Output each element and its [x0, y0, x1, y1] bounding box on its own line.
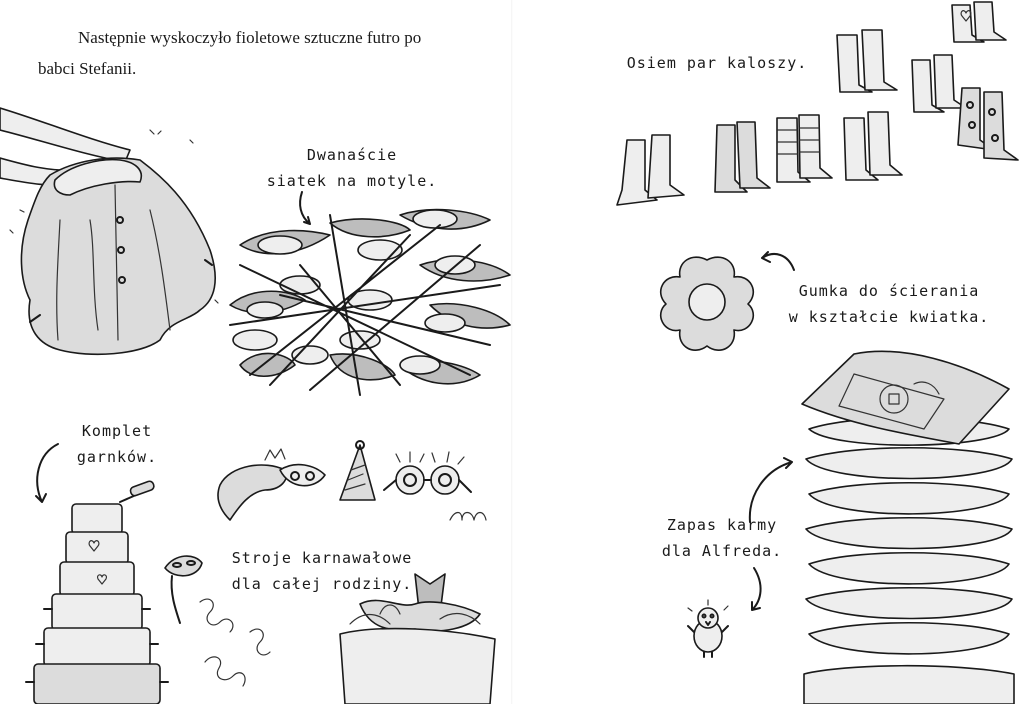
food-arrow-lower: [751, 567, 762, 611]
nets-label: Dwanaście siatek na motyle.: [262, 142, 442, 194]
butterfly-nets-illustration: [229, 208, 511, 396]
streamers-illustration: [199, 598, 271, 687]
boots-pair-8: [843, 111, 903, 181]
right-page: Osiem par kaloszy.: [512, 0, 1024, 704]
boots-pair-7: [776, 114, 833, 183]
intro-line-1: Następnie wyskoczyło fioletowe sztuczne …: [78, 28, 422, 47]
fur-coat-body: [20, 157, 216, 356]
boots-pair-6: [714, 121, 771, 193]
eraser-label: Gumka do ścierania w kształcie kwiatka.: [774, 278, 1004, 330]
net-group: [229, 208, 511, 396]
intro-line-2: babci Stefanii.: [38, 59, 137, 78]
pots-label-line-2: garnków.: [76, 448, 158, 466]
boots-pair-2: [951, 1, 1007, 43]
fur-coat-collar: [53, 158, 142, 196]
boots-pair-5: [616, 134, 685, 206]
boots-pair-4: [957, 87, 1019, 161]
food-label-line-1: Zapas karmy: [666, 516, 778, 534]
eraser-label-line-1: Gumka do ścierania: [798, 282, 980, 300]
carnival-masks-illustration: [217, 440, 487, 521]
boots-label: Osiem par kaloszy.: [622, 50, 812, 76]
pots-stack-illustration: [25, 480, 169, 704]
intro-paragraph: Następnie wyskoczyło fioletowe sztuczne …: [38, 22, 458, 84]
food-label: Zapas karmy dla Alfreda.: [642, 512, 802, 564]
food-label-line-2: dla Alfreda.: [661, 542, 783, 560]
food-arrow-upper: [748, 457, 793, 523]
food-bags-stack-illustration: [801, 350, 1015, 704]
pots-label-line-1: Komplet: [81, 422, 153, 440]
costume-box-illustration: [339, 573, 496, 704]
alfred-chick-illustration: [687, 599, 729, 658]
boots-pair-1: [836, 29, 898, 93]
boots-pair-3: [911, 54, 967, 113]
eraser-arrow: [761, 251, 795, 271]
nets-label-line-2: siatek na motyle.: [266, 172, 438, 190]
book-gutter: [511, 0, 513, 704]
nets-label-line-1: Dwanaście: [306, 146, 398, 164]
rain-boots-illustration: [616, 1, 1019, 206]
costumes-label-line-2: dla całej rodziny.: [231, 575, 413, 593]
pots-label: Komplet garnków.: [62, 418, 172, 470]
boots-label-text: Osiem par kaloszy.: [626, 54, 808, 72]
eraser-label-line-2: w kształcie kwiatka.: [788, 308, 990, 326]
hanger-arm-upper: [0, 107, 131, 163]
small-mask-illustration: [164, 555, 203, 624]
costumes-label-line-1: Stroje karnawałowe: [231, 549, 413, 567]
left-page: Następnie wyskoczyło fioletowe sztuczne …: [0, 22, 511, 704]
nets-arrow: [299, 191, 311, 225]
flower-eraser-illustration: [660, 256, 754, 351]
costumes-label: Stroje karnawałowe dla całej rodziny.: [222, 545, 422, 597]
fur-coat-illustration: [0, 107, 219, 356]
pots-arrow: [35, 443, 59, 503]
